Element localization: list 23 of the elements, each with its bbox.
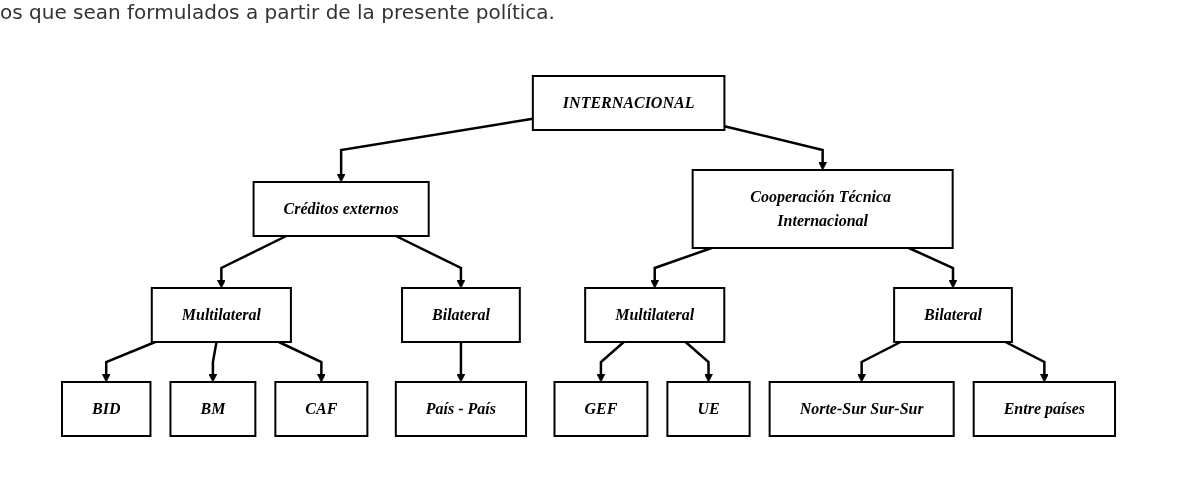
node-box: Bilateral: [401, 287, 522, 343]
arrow: [209, 341, 219, 383]
note-text: os que sean formulados a partir de la presente política.: [0, 0, 555, 24]
node-box: BID: [61, 381, 152, 437]
node-box: País - País: [395, 381, 528, 437]
arrow: [337, 117, 534, 183]
arrow: [457, 342, 466, 383]
node-box: Multilateral: [151, 287, 293, 343]
node-box: Norte-Sur Sur-Sur: [769, 381, 956, 437]
node-box: GEF: [553, 381, 649, 437]
node-box: CAF: [274, 381, 369, 437]
arrow: [597, 341, 626, 383]
node-box: Bilateral: [893, 287, 1014, 343]
node-box: INTERNACIONAL: [532, 75, 726, 131]
node-box: Entre países: [973, 381, 1117, 437]
node-box: Cooperación Técnica Internacional: [692, 169, 955, 249]
arrow: [724, 125, 828, 171]
arrow: [685, 341, 714, 383]
node-box: Créditos externos: [253, 181, 431, 237]
node-box: BM: [169, 381, 257, 437]
node-box: UE: [666, 381, 752, 437]
arrow: [102, 340, 157, 383]
node-box: Multilateral: [584, 287, 726, 343]
